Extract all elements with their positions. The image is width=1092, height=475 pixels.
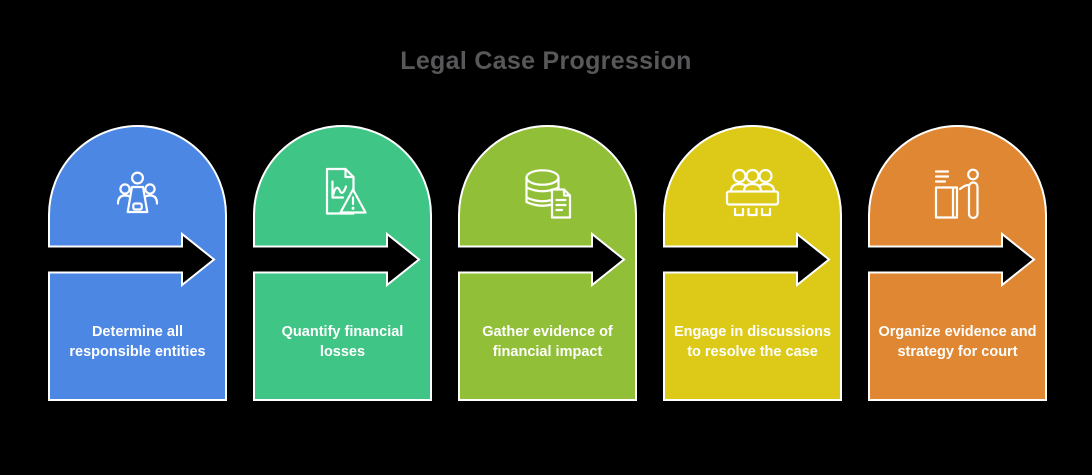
- step-card: Quantify financial losses: [253, 125, 432, 401]
- step-card-shape: [253, 125, 432, 401]
- diagram-title: Legal Case Progression: [400, 47, 692, 75]
- step-card-shape: [868, 125, 1047, 401]
- conference-table-icon: [725, 168, 780, 217]
- step-label: Gather evidence of financial impact: [482, 324, 613, 361]
- arrow-icon: [253, 231, 421, 288]
- arrow-icon: [663, 231, 831, 288]
- podium-person-icon: [934, 168, 979, 220]
- step-label: Quantify financial losses: [281, 324, 404, 361]
- steps-row: Determine all responsible entities Quant…: [48, 125, 1047, 401]
- step-card-shape: [663, 125, 842, 401]
- step-card: Determine all responsible entities: [48, 125, 227, 401]
- step-card-shape: [458, 125, 637, 401]
- step-label: Determine all responsible entities: [69, 324, 206, 361]
- step-label: Engage in discussions to resolve the cas…: [673, 324, 832, 361]
- arrow-icon: [458, 231, 626, 288]
- step-card-shape: [48, 125, 227, 401]
- arrow-icon: [868, 231, 1036, 288]
- step-card: Gather evidence of financial impact: [458, 125, 637, 401]
- team-meeting-icon: [116, 171, 159, 214]
- document-warning-icon: [325, 167, 367, 215]
- step-card: Organize evidence and strategy for court: [868, 125, 1047, 401]
- arrow-icon: [48, 231, 216, 288]
- database-document-icon: [525, 169, 572, 219]
- step-label: Organize evidence and strategy for court: [878, 324, 1037, 361]
- step-card: Engage in discussions to resolve the cas…: [663, 125, 842, 401]
